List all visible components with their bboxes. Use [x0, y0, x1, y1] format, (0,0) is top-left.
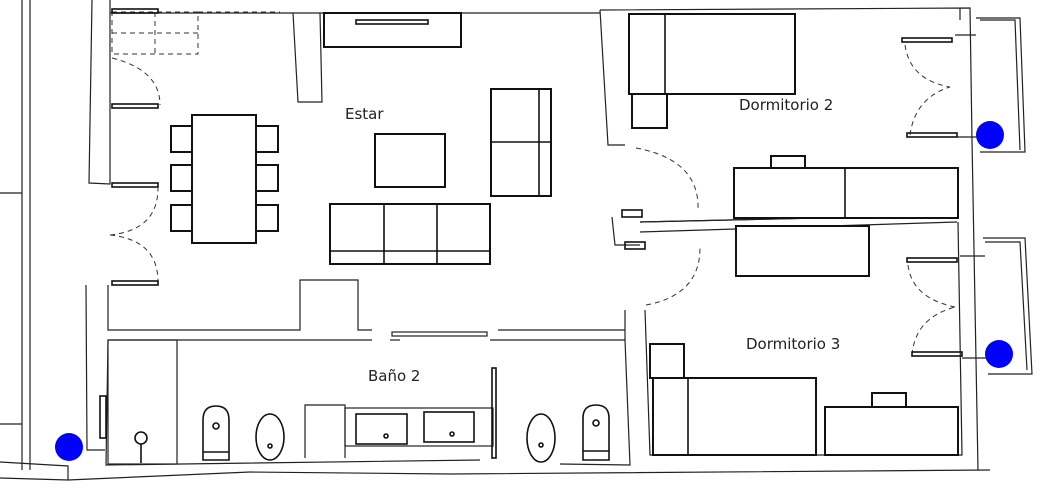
coffee-table — [374, 133, 446, 188]
shower — [107, 339, 178, 465]
dormitorio-3-furniture — [649, 225, 959, 456]
toilet — [582, 404, 610, 461]
desk — [824, 406, 959, 456]
wardrobe — [735, 225, 870, 277]
marker-dot[interactable] — [985, 340, 1013, 368]
room-label-dormitorio-3: Dormitorio 3 — [746, 335, 840, 353]
room-label-estar: Estar — [345, 105, 384, 123]
room-label-bano-2: Baño 2 — [368, 367, 420, 385]
staircase — [111, 11, 280, 55]
bano-2-fixtures — [99, 339, 610, 465]
bidet — [255, 413, 285, 461]
marker-dot[interactable] — [976, 121, 1004, 149]
bidet — [526, 413, 556, 463]
door-swings — [109, 44, 956, 356]
dining-table — [191, 114, 257, 244]
bed — [628, 13, 796, 95]
toilet — [202, 405, 230, 461]
bed — [652, 377, 817, 456]
sofa — [329, 203, 491, 265]
room-label-dormitorio-2: Dormitorio 2 — [739, 96, 833, 114]
wardrobe — [733, 167, 959, 219]
dormitorio-2-furniture — [628, 13, 959, 219]
estar-furniture — [170, 12, 552, 265]
marker-dot[interactable] — [55, 433, 83, 461]
